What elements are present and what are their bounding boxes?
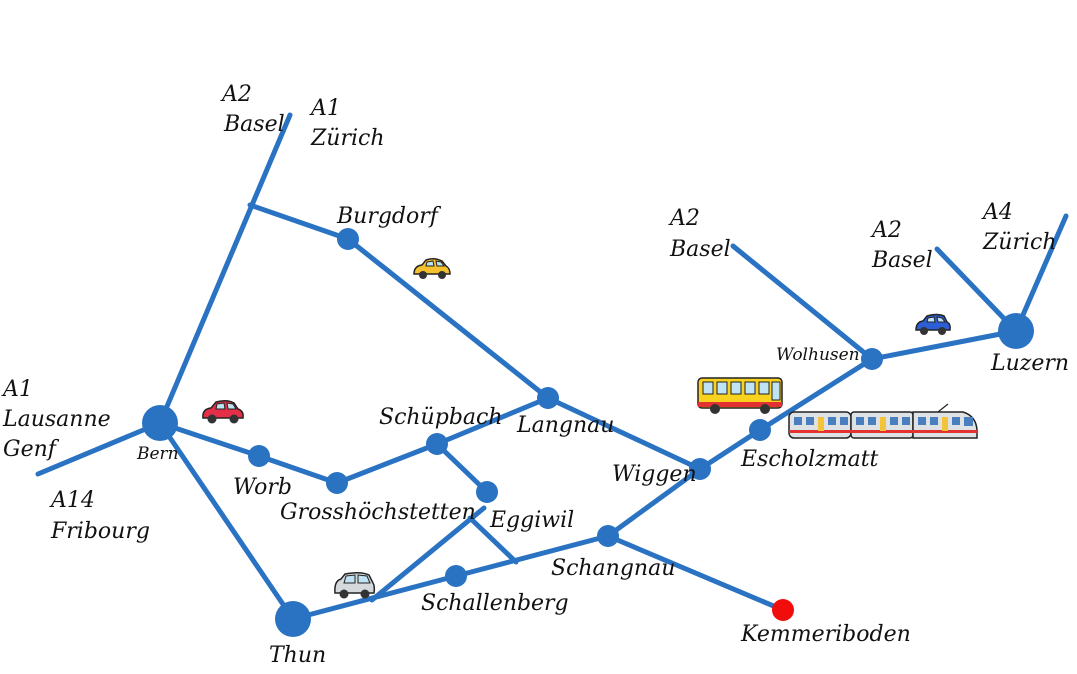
- node-grosshoechstetten[interactable]: [326, 472, 348, 494]
- road-wolhusen-luzern: [869, 328, 1019, 362]
- road-schuepbach-langnau: [434, 395, 551, 447]
- label-thun: Thun: [269, 643, 326, 668]
- label-a2-basel-left-line1: A2: [220, 82, 252, 107]
- label-grosshoechstetten: Grosshöchstetten: [280, 500, 476, 525]
- node-luzern[interactable]: [998, 313, 1034, 349]
- label-eggiwil: Eggiwil: [489, 508, 574, 533]
- road-schangnau-kemmeriboden: [605, 533, 786, 613]
- train-icon: [788, 403, 978, 439]
- road-escholzmatt-wolhusen: [757, 356, 875, 433]
- node-escholzmatt[interactable]: [749, 419, 771, 441]
- node-wiggen[interactable]: [689, 458, 711, 480]
- road-langnau-wiggen: [545, 395, 703, 472]
- label-a2-basel-right-line1: A2: [870, 218, 902, 243]
- node-schangnau[interactable]: [597, 525, 619, 547]
- label-a4-zurich-line1: A4: [981, 200, 1013, 225]
- label-burgdorf: Burgdorf: [336, 204, 442, 229]
- node-langnau[interactable]: [537, 387, 559, 409]
- node-schallenberg[interactable]: [445, 565, 467, 587]
- road-worb-grosshoechstetten: [256, 453, 340, 486]
- road-wolhusen-a2-basel: [730, 243, 875, 362]
- node-burgdorf[interactable]: [337, 228, 359, 250]
- yellow-car-icon: [413, 257, 451, 279]
- label-a14-fribourg-line2: Fribourg: [50, 519, 150, 544]
- node-bern[interactable]: [142, 405, 178, 441]
- label-schallenberg: Schallenberg: [421, 591, 569, 616]
- label-a1-zurich-line2: Zürich: [310, 126, 385, 151]
- road-schangnau-wiggen: [605, 466, 703, 539]
- label-escholzmatt: Escholzmatt: [740, 447, 879, 472]
- node-eggiwil[interactable]: [476, 481, 498, 503]
- label-wiggen: Wiggen: [612, 462, 697, 487]
- node-thun[interactable]: [275, 601, 311, 637]
- road-bern-thun: [157, 420, 296, 622]
- label-a1-zurich-line1: A1: [309, 96, 341, 121]
- label-kemmeriboden: Kemmeriboden: [740, 622, 911, 647]
- node-wolhusen[interactable]: [861, 348, 883, 370]
- postbus-icon: [697, 377, 783, 414]
- road-burgdorf-langnau: [345, 236, 551, 401]
- road-schallenberg-schangnau: [453, 533, 611, 579]
- red-car-icon: [202, 399, 244, 424]
- label-worb: Worb: [233, 475, 292, 500]
- road-thun-eggiwil: [369, 505, 487, 603]
- road-wiggen-escholzmatt: [697, 427, 763, 472]
- label-a4-zurich-line2: Zürich: [982, 230, 1057, 255]
- road-bern-a1-a2: [157, 112, 293, 426]
- label-schangnau: Schangnau: [551, 556, 675, 581]
- node-worb[interactable]: [248, 445, 270, 467]
- nodes: [142, 228, 1034, 637]
- label-a2-basel-mid-line1: A2: [668, 206, 700, 231]
- road-network: [35, 112, 1069, 622]
- label-schuepbach: Schüpbach: [379, 405, 503, 430]
- label-bern: Bern: [136, 444, 179, 464]
- road-grosshoechstetten-schuepbach: [334, 441, 440, 486]
- road-luzern-a4-zurich: [1013, 213, 1069, 334]
- label-a14-fribourg-line1: A14: [49, 488, 95, 513]
- label-wolhusen: Wolhusen: [776, 345, 860, 365]
- label-a2-basel-left-line2: Basel: [223, 112, 285, 137]
- blue-car-icon: [915, 313, 951, 335]
- node-kemmeriboden-destination[interactable]: [772, 599, 794, 621]
- label-a1-lausanne-line2: Lausanne: [2, 407, 111, 432]
- road-bern-a1-lausanne: [35, 420, 163, 477]
- road-schuepbach-eggiwil: [434, 441, 490, 495]
- label-langnau: Langnau: [516, 413, 614, 438]
- label-a1-lausanne-line3: Genf: [3, 437, 60, 462]
- grey-car-icon: [334, 571, 376, 599]
- road-eggiwil-schallenberg: [467, 515, 519, 565]
- label-luzern: Luzern: [990, 351, 1069, 376]
- label-a2-basel-right-line2: Basel: [871, 248, 933, 273]
- road-luzern-a2-basel: [934, 246, 1019, 334]
- node-schuepbach[interactable]: [426, 433, 448, 455]
- road-branch-burgdorf: [247, 202, 351, 242]
- label-a1-lausanne-line1: A1: [1, 377, 33, 402]
- label-a2-basel-mid-line2: Basel: [669, 237, 731, 262]
